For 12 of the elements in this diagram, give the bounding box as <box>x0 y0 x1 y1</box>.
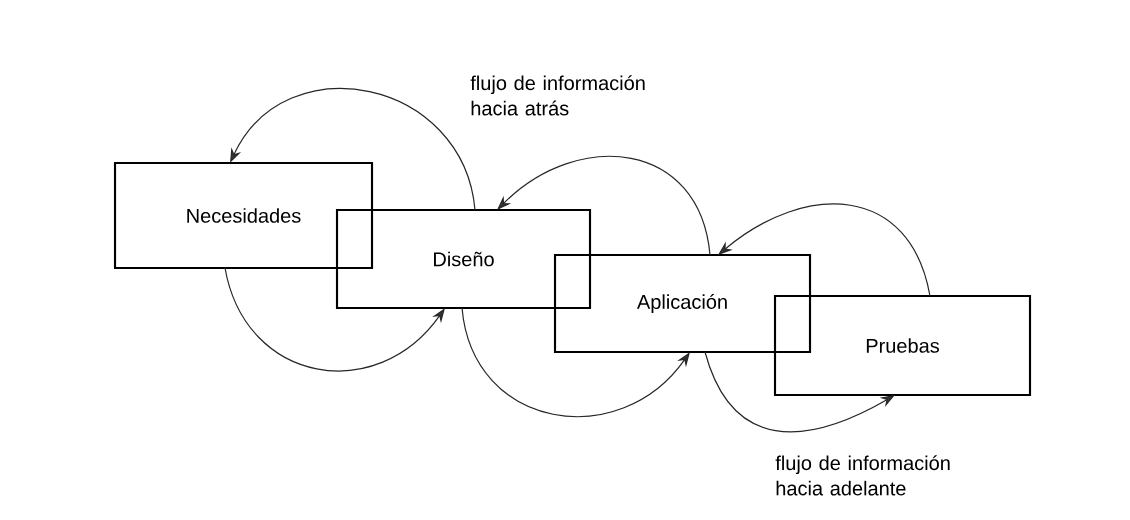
process-box: Diseño <box>335 208 592 310</box>
arrow <box>461 307 690 418</box>
arrow <box>497 155 711 256</box>
process-box: Aplicación <box>553 253 812 354</box>
arrow <box>718 203 931 297</box>
arrow <box>230 87 476 211</box>
arrow <box>704 351 895 433</box>
annotation-text: flujo de información hacia atrás <box>470 75 645 116</box>
arrow <box>224 267 445 372</box>
process-box: Pruebas <box>773 294 1032 397</box>
process-box: Necesidades <box>113 161 374 270</box>
annotation-text: flujo de información hacia adelante <box>775 455 950 496</box>
